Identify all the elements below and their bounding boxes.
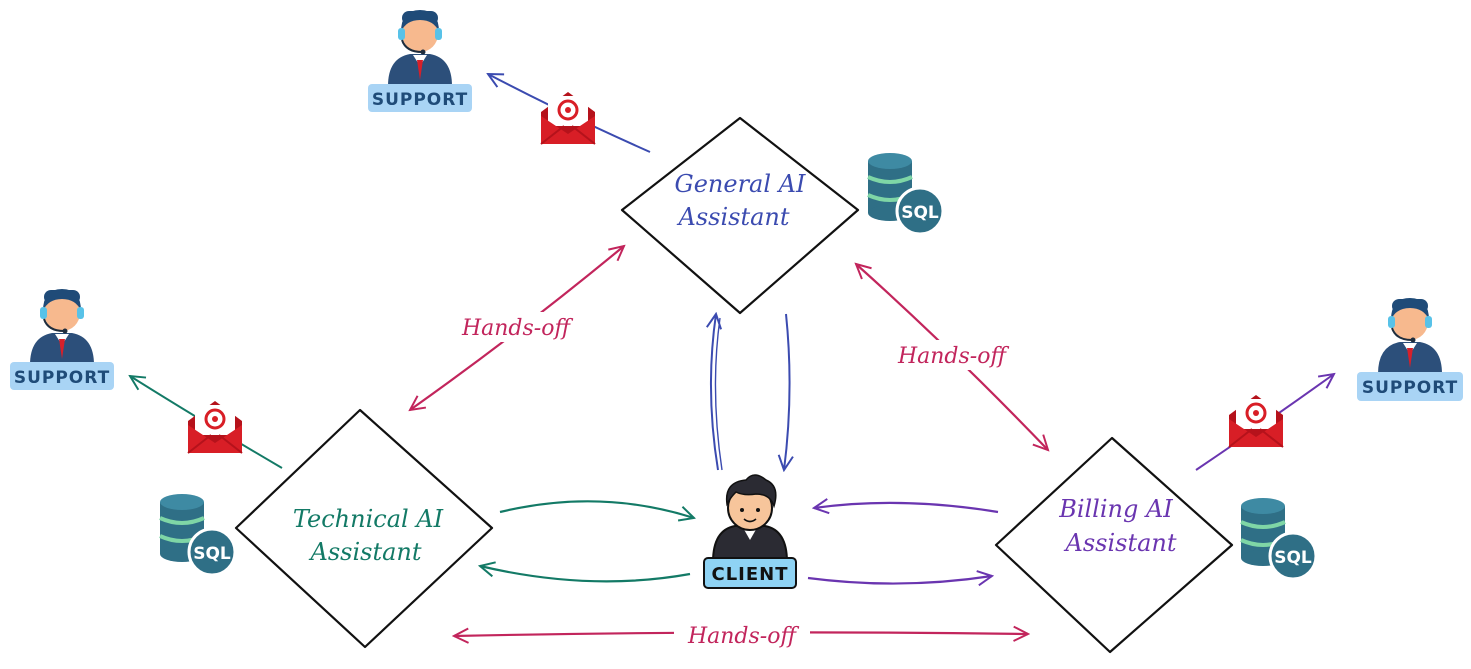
support-badge <box>10 362 114 390</box>
client-node: CLIENT <box>703 474 797 589</box>
general-assistant-title: General AI <box>675 170 806 198</box>
general-assistant-subtitle: Assistant <box>676 203 789 231</box>
handoff-label-bottom: Hands-off <box>687 624 800 649</box>
support-agent-icon <box>1377 297 1443 375</box>
support-badge <box>1357 372 1463 401</box>
handoff-technical-billing: Hands-off <box>454 620 1028 650</box>
support-agent-icon <box>387 9 453 87</box>
escalation-general <box>488 74 651 153</box>
support-agent-right: SUPPORT <box>1357 297 1463 401</box>
database-label: SQL <box>901 203 939 223</box>
billing-assistant-subtitle: Assistant <box>1063 529 1176 557</box>
escalation-billing <box>1195 374 1334 471</box>
handoff-general-technical: Hands-off <box>410 246 624 410</box>
database-technical: SQL <box>158 492 237 577</box>
email-icon <box>1227 393 1285 449</box>
database-billing: SQL <box>1239 496 1318 581</box>
support-badge-label: SUPPORT <box>372 90 468 110</box>
client-technical-arrows <box>480 500 694 583</box>
support-agent-left: SUPPORT <box>10 288 114 390</box>
support-badge-label: SUPPORT <box>14 368 110 388</box>
handoff-label-right: Hands-off <box>897 344 1010 369</box>
escalation-technical <box>130 376 283 469</box>
technical-assistant-subtitle: Assistant <box>308 538 421 566</box>
technical-assistant-title: Technical AI <box>293 505 444 533</box>
support-badge <box>368 84 472 112</box>
database-label: SQL <box>1274 548 1312 568</box>
technical-assistant-node: Technical AI Assistant <box>234 408 494 649</box>
database-label: SQL <box>193 544 231 564</box>
support-badge-label: SUPPORT <box>1362 378 1458 398</box>
database-general: SQL <box>866 151 945 236</box>
billing-assistant-node: Billing AI Assistant <box>994 436 1234 654</box>
general-assistant-node: General AI Assistant <box>620 116 860 315</box>
support-agent-top: SUPPORT <box>368 9 472 112</box>
client-badge-label: CLIENT <box>711 564 788 585</box>
client-general-arrows <box>711 314 790 470</box>
handoff-general-billing: Hands-off <box>856 264 1048 450</box>
client-badge <box>703 557 797 589</box>
handoff-label-left: Hands-off <box>461 316 574 341</box>
email-icon <box>186 399 244 455</box>
client-avatar-icon <box>711 474 789 563</box>
email-icon <box>539 90 597 146</box>
support-agent-icon <box>29 288 95 366</box>
client-billing-arrows <box>807 503 999 584</box>
billing-assistant-title: Billing AI <box>1058 495 1173 523</box>
